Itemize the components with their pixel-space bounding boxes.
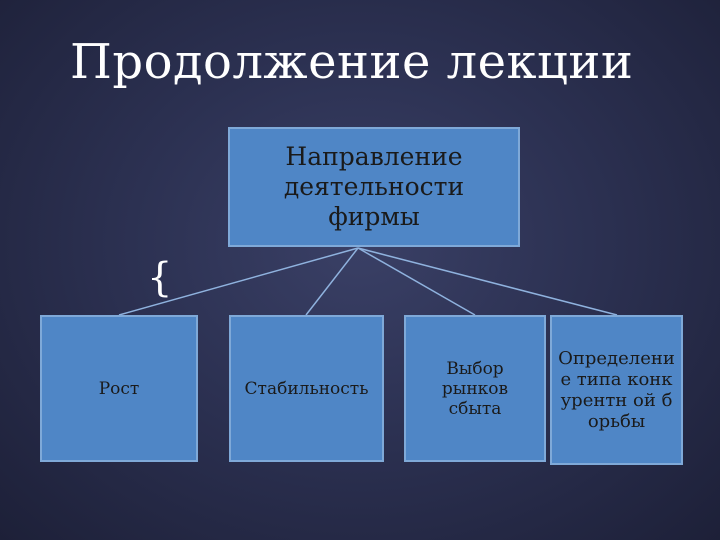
connector-line-stabilnost xyxy=(305,247,359,316)
child-node-opredelenie-tipa: Определени е типа конкурентн ой борьбы xyxy=(550,315,683,465)
child-node-rost: Рост xyxy=(40,315,198,462)
child-node-label: Рост xyxy=(98,378,140,399)
slide-title: Продолжение лекции xyxy=(70,34,634,90)
connector-line-opredelenie xyxy=(357,247,618,316)
connector-line-vybor xyxy=(357,247,476,316)
child-node-label: Стабильность xyxy=(244,378,369,399)
root-node: Направление деятельности фирмы xyxy=(228,127,520,247)
child-node-label: Выбор рынков сбыта xyxy=(441,358,509,419)
brace-symbol: { xyxy=(147,255,173,301)
child-node-stabilnost: Стабильность xyxy=(229,315,384,462)
child-node-vybor-rynkov: Выбор рынков сбыта xyxy=(404,315,546,462)
connector-line-rost xyxy=(118,247,359,316)
root-node-label: Направление деятельности фирмы xyxy=(283,142,465,231)
child-node-label: Определени е типа конкурентн ой борьбы xyxy=(558,348,675,432)
